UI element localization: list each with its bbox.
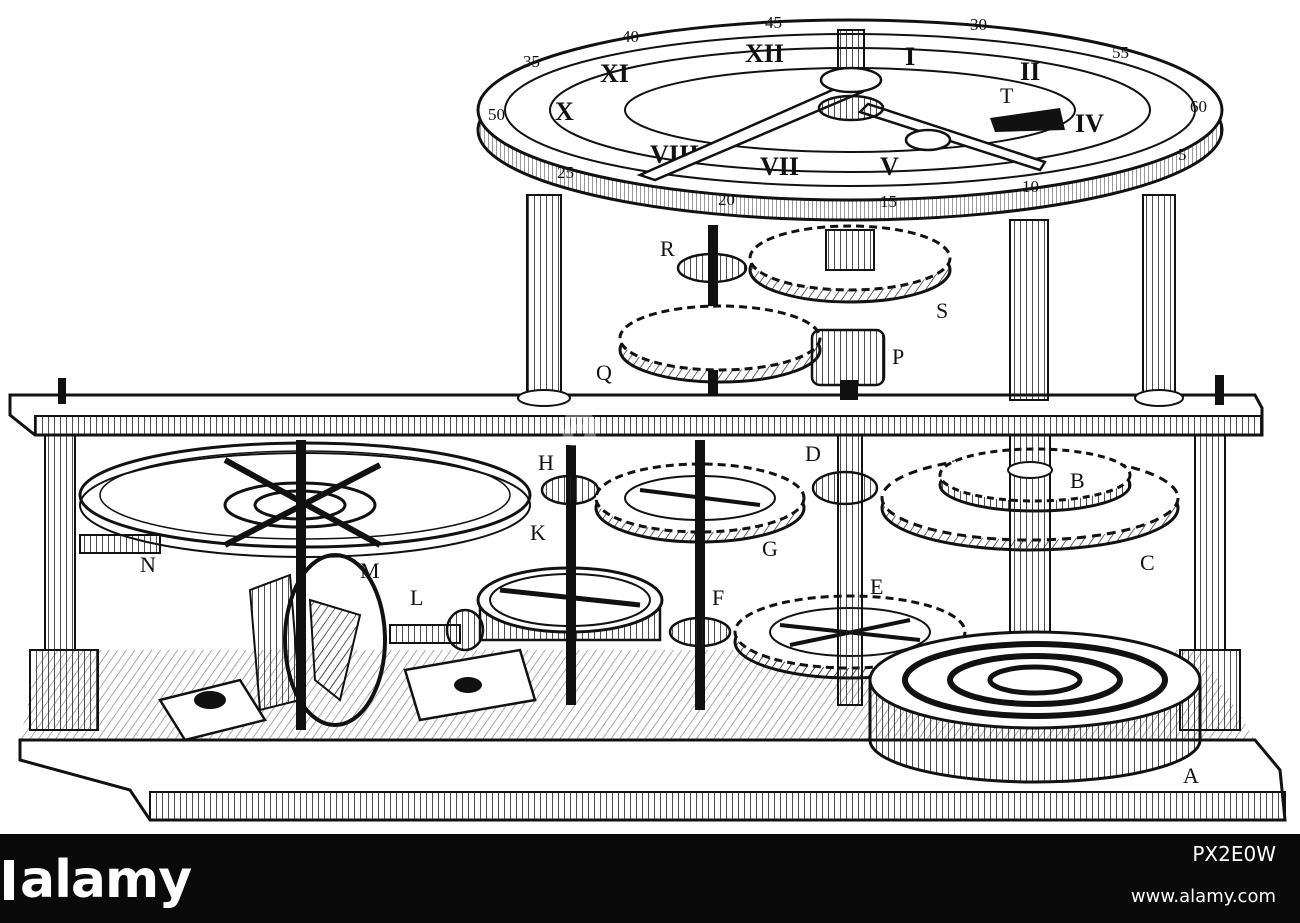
brand-url: www.alamy.com	[1130, 886, 1276, 907]
dial-roman-iv: IV	[1075, 109, 1104, 138]
dial-roman-i: I	[905, 42, 915, 71]
wheel-k-assembly	[389, 445, 664, 722]
part-labels: A B C D E F G H K L M N P Q R S T	[140, 83, 1199, 788]
brand-logo: alamy	[20, 850, 192, 910]
dial-minute-35: 35	[523, 52, 540, 71]
wheel-g-assembly	[540, 440, 806, 710]
label-r: R	[660, 236, 675, 261]
dial-minute-5: 5	[1178, 145, 1187, 164]
dial-minute-15: 15	[880, 192, 897, 211]
label-m: M	[360, 558, 380, 583]
dial-minute-20: 20	[718, 190, 735, 209]
label-h: H	[538, 450, 554, 475]
pinion-f	[668, 616, 732, 648]
spring-barrel	[868, 630, 1202, 784]
dial-minute-10: 10	[1022, 177, 1039, 196]
dial-roman-x: X	[555, 97, 574, 126]
label-b: B	[1070, 468, 1085, 493]
dial-minute-55: 55	[1112, 43, 1129, 62]
pinion-l	[445, 608, 485, 652]
dial-minute-25: 25	[557, 163, 574, 182]
lower-plate	[8, 375, 1264, 437]
dial-minute-60: 60	[1190, 97, 1207, 116]
label-k: K	[530, 520, 546, 545]
balance-wheel	[78, 440, 532, 730]
label-c: C	[1140, 550, 1155, 575]
gear-train-upper	[618, 224, 952, 400]
image-code: PX2E0W	[1192, 842, 1276, 866]
pinion-p	[810, 328, 886, 387]
dial-minute-50: 50	[488, 105, 505, 124]
label-p: P	[892, 344, 904, 369]
upper-pillars	[517, 194, 1184, 407]
clock-dial: 45 40 35 50 25 20 15 10 5 60 55 30 XII I…	[476, 13, 1224, 222]
clockwork-engraving: 45 40 35 50 25 20 15 10 5 60 55 30 XII I…	[8, 13, 1287, 822]
dial-roman-xii: XII	[745, 39, 784, 68]
label-e: E	[870, 574, 883, 599]
dial-roman-xi: XI	[600, 59, 629, 88]
label-n: N	[140, 552, 156, 577]
dial-roman-ii: II	[1020, 57, 1040, 86]
brand-mark-icon	[4, 860, 14, 900]
footer-bar: alamy PX2E0W www.alamy.com	[0, 834, 1300, 923]
dial-roman-vii: VII	[760, 152, 799, 181]
label-d: D	[805, 441, 821, 466]
dial-minute-45: 45	[765, 13, 782, 32]
label-g: G	[762, 536, 778, 561]
pinion-h	[540, 474, 600, 506]
label-s: S	[936, 298, 948, 323]
label-f: F	[712, 585, 724, 610]
escape-wheel	[158, 553, 387, 742]
shaft-d	[811, 434, 879, 706]
dial-minute-30: 30	[970, 15, 987, 34]
label-q: Q	[596, 360, 612, 385]
dial-minute-40: 40	[622, 27, 639, 46]
dial-roman-v: V	[880, 152, 899, 181]
label-a: A	[1183, 763, 1199, 788]
label-l: L	[410, 585, 423, 610]
label-t: T	[1000, 83, 1014, 108]
